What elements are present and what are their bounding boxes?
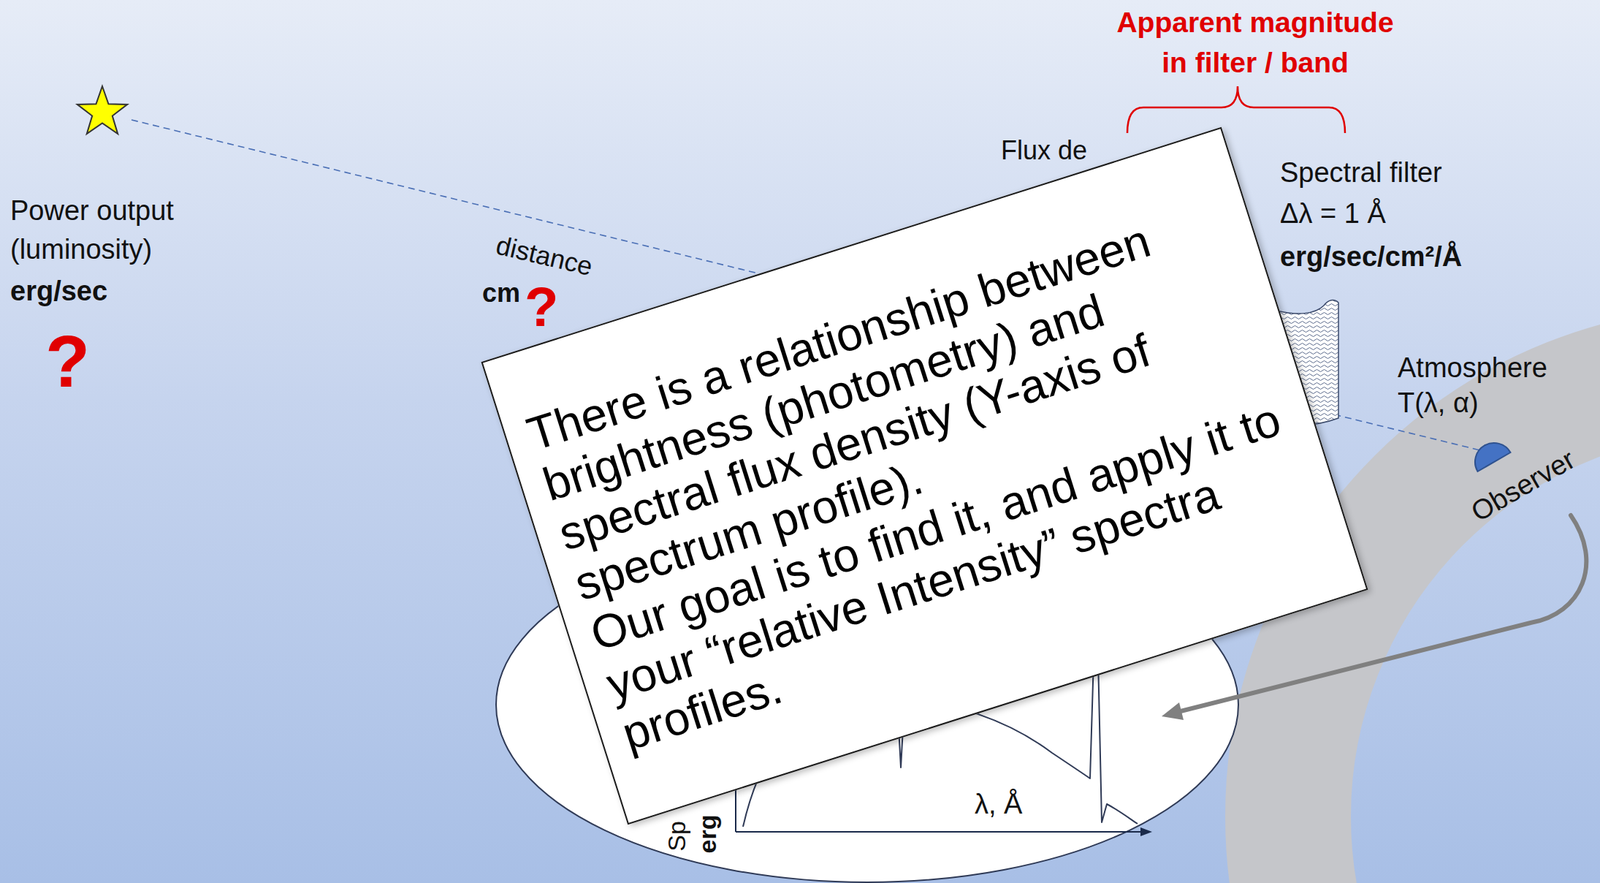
text-slot: λ, Å: [974, 788, 1023, 821]
earth-ring: [1288, 368, 1600, 883]
spectrum-curve: [743, 657, 1138, 827]
band-heading: Apparent magnitude in filter / band: [1101, 2, 1409, 83]
axis-label: Sp: [662, 820, 692, 852]
text-slot: cm: [482, 277, 521, 308]
text-slot: ?: [45, 324, 90, 398]
axis-arrow-head: [1140, 827, 1153, 836]
atmosphere-label: T(λ, α): [1397, 387, 1479, 420]
text-slot: erg/sec: [10, 275, 108, 308]
quantity-label: Flux de: [1000, 135, 1088, 166]
unknown-mark: ?: [524, 282, 559, 332]
observer-dome-shape: [1467, 435, 1511, 472]
text-slot: Flux de: [1000, 135, 1088, 166]
text-slot: T(λ, α): [1397, 387, 1479, 420]
star-symbol: [77, 86, 128, 134]
text-slot: Atmosphere: [1397, 352, 1548, 385]
text-slot: Apparent magnitude in filter / band: [1101, 2, 1409, 83]
observer-dome: [1467, 435, 1511, 472]
y-axis: [734, 569, 737, 832]
text-slot: erg/sec/cm²/Å: [1280, 241, 1462, 274]
axis-label: λ, Å: [974, 788, 1023, 821]
text-slot: Spectral filter: [1280, 157, 1443, 190]
text-slot: Δλ = 1 Å: [1280, 197, 1386, 231]
ellipse-shape: [496, 526, 1239, 882]
filter-label: Spectral filter: [1280, 157, 1443, 190]
quantity-label: Power output (luminosity): [10, 191, 208, 269]
unit-label: erg/sec: [10, 275, 108, 308]
atmosphere-label: Atmosphere: [1397, 352, 1548, 385]
unit-label: erg/sec/cm²/Å: [1280, 241, 1462, 274]
curly-bracket: [1127, 86, 1346, 133]
axis-label: erg: [693, 814, 722, 854]
filter-label: Δλ = 1 Å: [1280, 197, 1386, 231]
text-slot: Power output (luminosity): [10, 191, 208, 269]
unit-label: cm: [482, 277, 521, 308]
quantity-label: distance: [493, 230, 596, 283]
unknown-mark: ?: [45, 324, 90, 398]
text-slot: ?: [524, 282, 559, 332]
x-axis: [735, 830, 1144, 833]
